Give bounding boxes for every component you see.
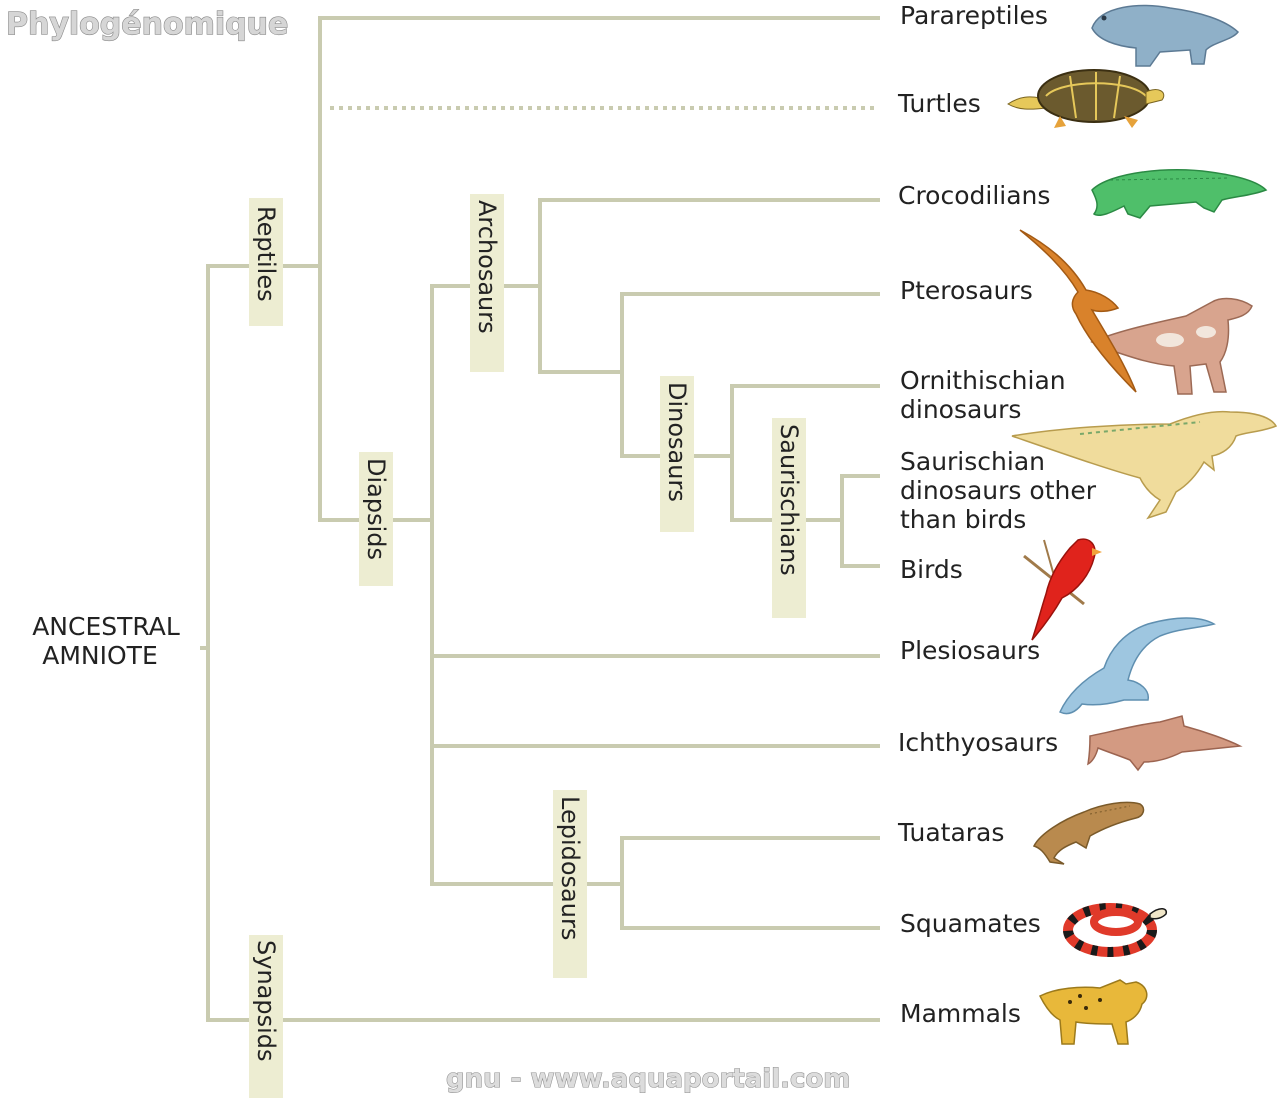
- clade-saurischians: Saurischians: [772, 418, 806, 618]
- taxon-saurischian-line3: than birds: [900, 505, 1026, 534]
- taxon-plesiosaurs: Plesiosaurs: [900, 636, 1040, 665]
- clade-lepidosaurs: Lepidosaurs: [553, 790, 587, 978]
- bird-icon: [1023, 538, 1102, 641]
- tree-branches: [178, 16, 880, 1022]
- clade-archosaurs: Archosaurs: [470, 194, 504, 372]
- clade-lepidosaurs-label: Lepidosaurs: [556, 796, 584, 940]
- taxon-mammals: Mammals: [900, 999, 1021, 1028]
- taxon-crocodilians: Crocodilians: [898, 181, 1050, 210]
- root-label-line1: ANCESTRAL: [32, 612, 180, 641]
- title: Phylogénomique: [6, 7, 288, 42]
- clade-reptiles-label: Reptiles: [252, 206, 280, 302]
- parareptile-icon: [1091, 4, 1240, 67]
- taxon-squamates: Squamates: [900, 909, 1041, 938]
- clade-synapsids-label: Synapsids: [252, 940, 280, 1062]
- clade-reptiles: Reptiles: [249, 198, 283, 326]
- turtle-icon: [1007, 69, 1165, 128]
- taxon-ornithischian-line1: Ornithischian: [900, 366, 1066, 395]
- mammal-icon: [1038, 979, 1148, 1045]
- taxon-ichthyosaurs: Ichthyosaurs: [898, 728, 1058, 757]
- watermark: gnu - www.aquaportail.com: [446, 1064, 850, 1094]
- pterosaur-icon: [1019, 229, 1137, 393]
- root-label: ANCESTRAL AMNIOTE: [8, 606, 200, 670]
- crocodile-icon: [1091, 169, 1268, 219]
- clade-diapsids: Diapsids: [359, 452, 393, 586]
- taxon-pterosaurs: Pterosaurs: [900, 276, 1033, 305]
- taxon-birds: Birds: [900, 555, 963, 584]
- root-label-line2: AMNIOTE: [42, 641, 158, 670]
- ichthyosaur-icon: [1087, 715, 1243, 772]
- taxon-labels: Parareptiles Turtles Crocodilians Pteros…: [897, 1, 1097, 1028]
- animal-illustrations: [1007, 4, 1278, 1045]
- saurischian-icon: [1011, 410, 1278, 520]
- clade-saurischians-label: Saurischians: [775, 424, 803, 576]
- clade-synapsids: Synapsids: [249, 935, 283, 1098]
- plesiosaur-icon: [1059, 617, 1216, 715]
- squamate-icon: [1063, 903, 1168, 957]
- tuatara-icon: [1032, 801, 1145, 865]
- taxon-turtles: Turtles: [897, 89, 981, 118]
- clade-labels: Reptiles Diapsids Archosaurs Dinosaurs S…: [249, 194, 806, 1098]
- ornithischian-icon: [1090, 297, 1253, 395]
- taxon-saurischian-line1: Saurischian: [900, 447, 1045, 476]
- taxon-parareptiles: Parareptiles: [900, 1, 1048, 30]
- taxon-tuataras: Tuataras: [897, 818, 1004, 847]
- taxon-saurischian-line2: dinosaurs other: [900, 476, 1097, 505]
- clade-dinosaurs: Dinosaurs: [660, 376, 694, 532]
- taxon-ornithischian-line2: dinosaurs: [900, 395, 1021, 424]
- clade-dinosaurs-label: Dinosaurs: [663, 382, 691, 502]
- clade-diapsids-label: Diapsids: [362, 458, 390, 560]
- clade-archosaurs-label: Archosaurs: [473, 200, 501, 334]
